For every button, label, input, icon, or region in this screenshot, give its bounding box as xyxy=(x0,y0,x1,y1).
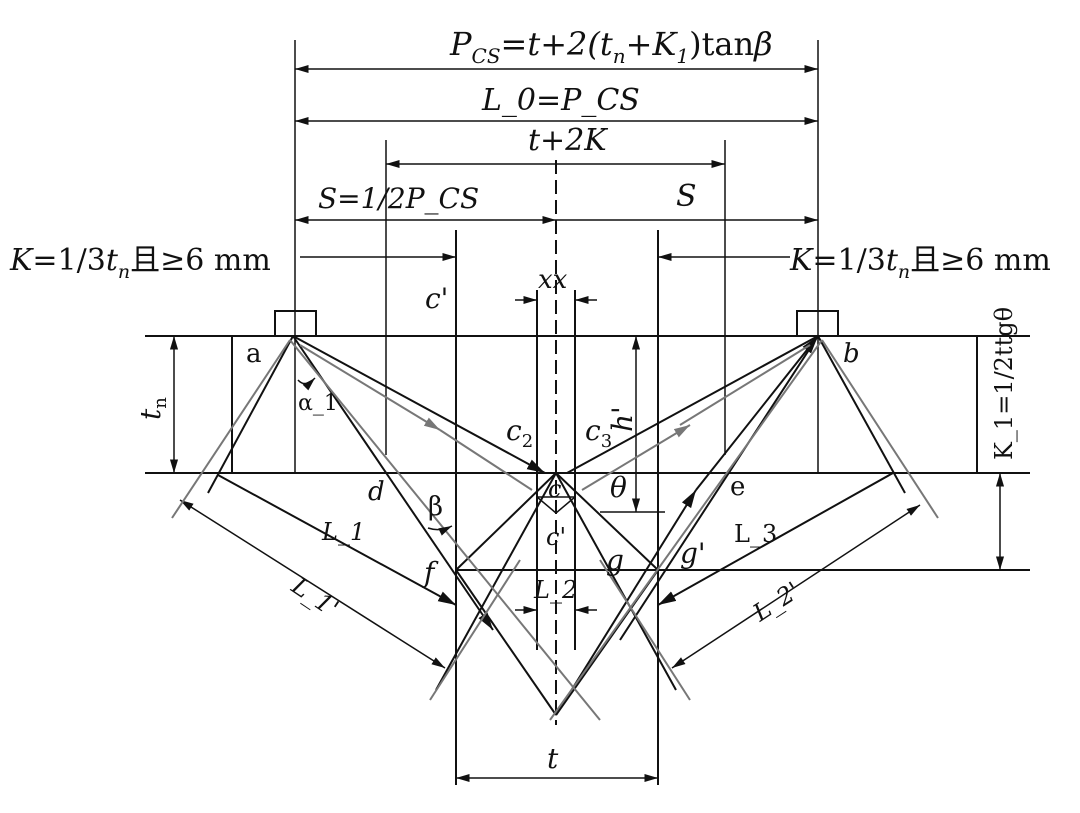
beta-arc xyxy=(427,525,453,536)
dimension-lines xyxy=(169,64,1005,783)
label-L1-prime: L_1' xyxy=(286,571,344,623)
label-c: c xyxy=(548,475,561,503)
label-xx: xx xyxy=(538,265,568,295)
label-k-left: K=1/3tn且≥6 mm xyxy=(9,243,271,283)
label-d: d xyxy=(368,477,385,507)
label-c-prime-top: c' xyxy=(425,282,448,315)
label-L3: L_3 xyxy=(734,520,777,548)
label-L1: L_1 xyxy=(321,518,365,546)
label-k-right: K=1/3tn且≥6 mm xyxy=(789,243,1051,283)
label-f: f xyxy=(422,556,439,589)
label-b: b xyxy=(843,339,860,369)
label-s: S xyxy=(676,179,697,214)
label-l0-formula: L_0=P_CS xyxy=(481,83,640,118)
label-alpha1: α_1 xyxy=(298,391,338,416)
label-L2: L_2 xyxy=(533,576,577,604)
alpha-arc xyxy=(297,377,316,391)
extension-lines xyxy=(294,40,819,473)
gray-rays xyxy=(171,339,939,721)
label-L2-prime: L_2' xyxy=(747,576,805,627)
label-theta: θ xyxy=(610,471,627,504)
label-t2k: t+2K xyxy=(528,123,608,158)
sound-rays xyxy=(207,335,906,716)
label-k1-formula: K_1=1/2ttgθ xyxy=(990,307,1018,460)
label-e: e xyxy=(730,472,745,502)
label-t: t xyxy=(547,742,559,775)
label-beta: β xyxy=(428,492,443,522)
label-tn: tn xyxy=(134,397,171,420)
label-s-half: S=1/2P_CS xyxy=(318,182,479,215)
label-c-prime: c' xyxy=(546,523,566,551)
label-a: a xyxy=(246,339,262,369)
label-h-prime: h' xyxy=(606,406,639,432)
label-c2: c2 xyxy=(506,414,533,452)
label-g-prime: g' xyxy=(680,537,706,570)
label-pcs-formula: PCS=t+2(tn+K1)tanβ xyxy=(449,25,773,68)
label-g: g xyxy=(606,544,624,577)
